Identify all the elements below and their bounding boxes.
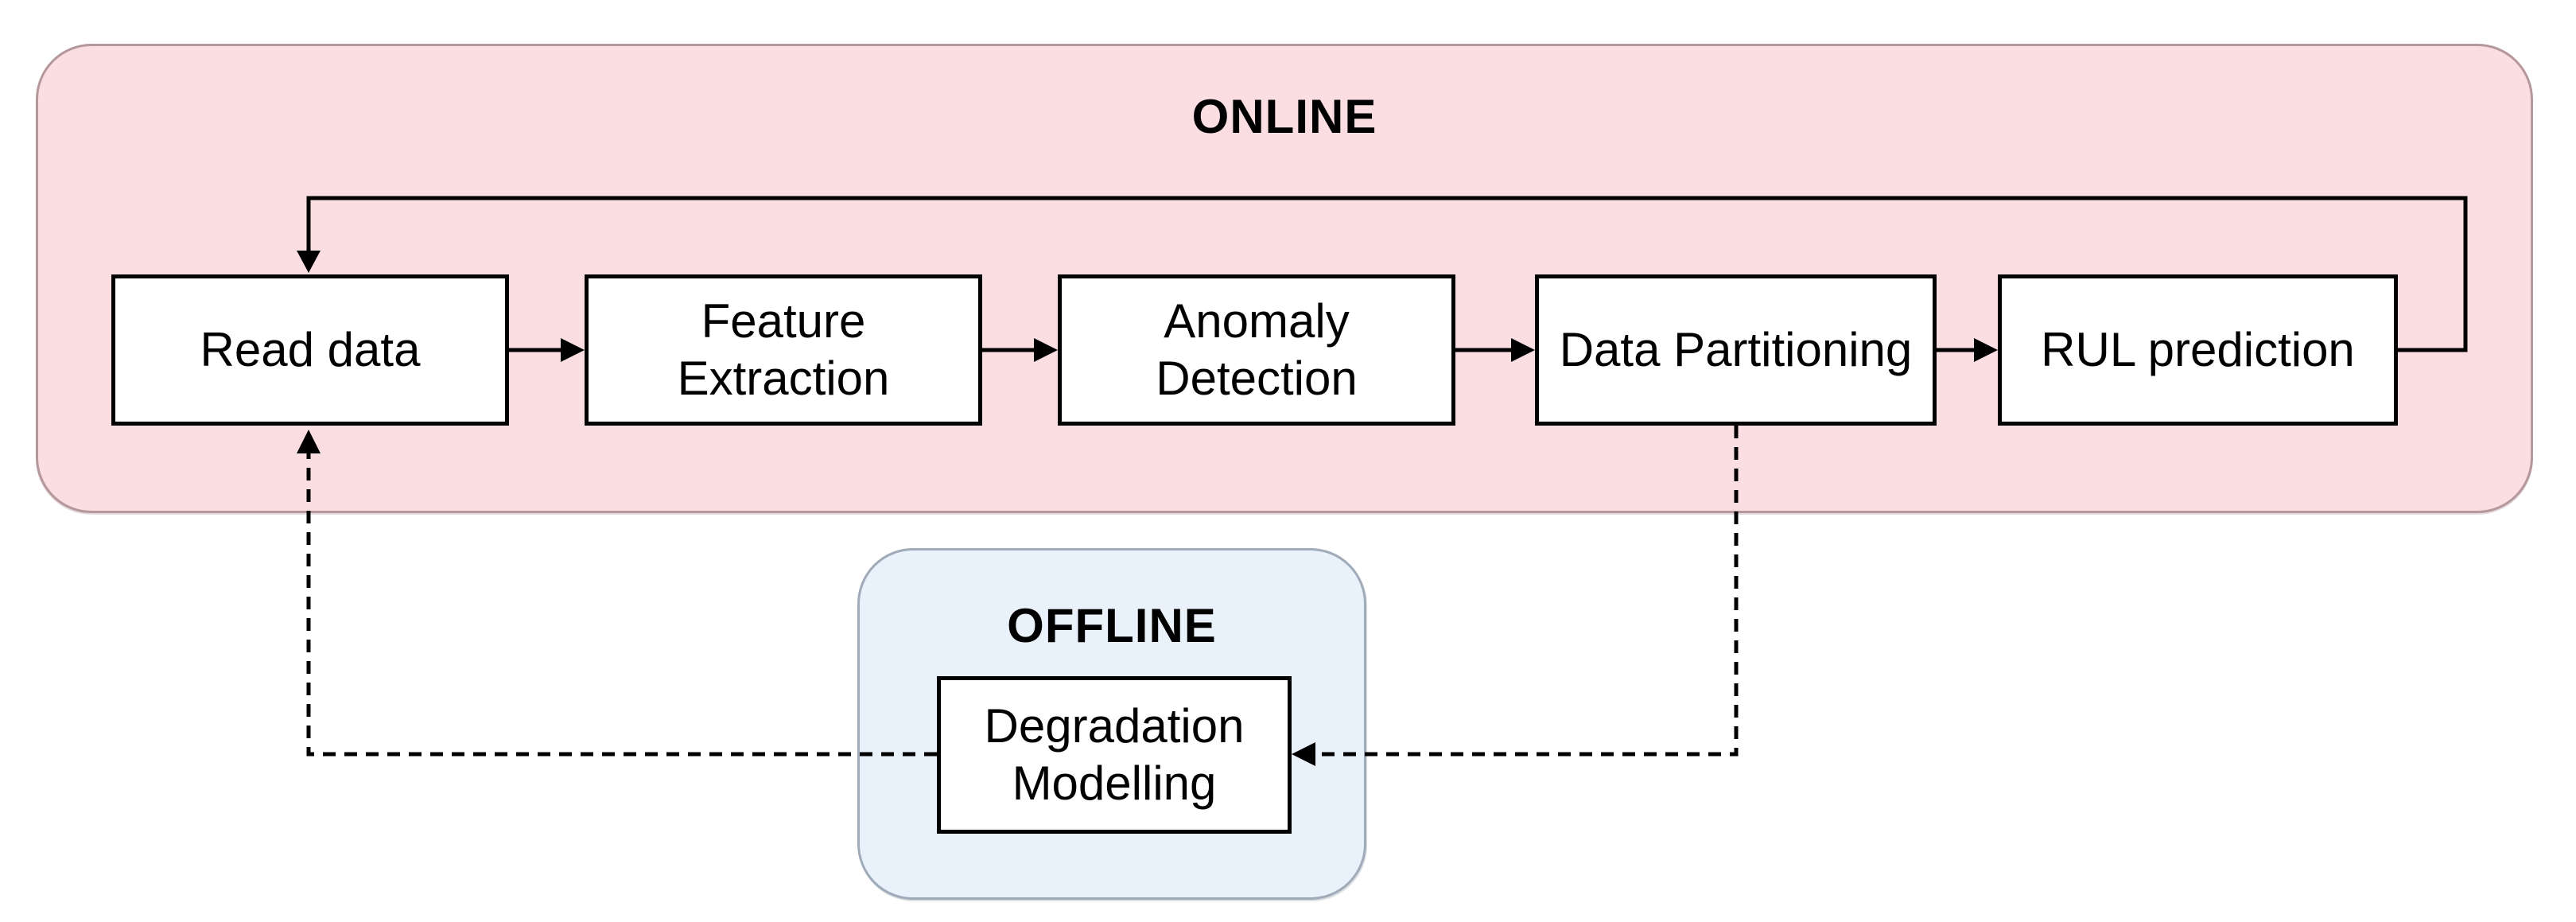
arrow-anomaly-to-partitioning xyxy=(1455,338,1535,362)
node-anomaly-detection: Anomaly Detection xyxy=(1058,274,1455,426)
arrow-partitioning-to-rul xyxy=(1937,338,1998,362)
node-feature-extraction: Feature Extraction xyxy=(585,274,982,426)
dashed-arrow-degradation-to-read xyxy=(297,430,937,757)
offline-zone-label: OFFLINE xyxy=(1007,599,1217,652)
node-read-data: Read data xyxy=(111,274,509,426)
feedback-loop-rul-to-read xyxy=(297,196,2468,352)
node-data-partitioning: Data Partitioning xyxy=(1535,274,1937,426)
node-degradation-modelling: Degradation Modelling xyxy=(937,676,1292,834)
dashed-arrow-partitioning-to-degradation xyxy=(1292,426,1739,766)
node-rul-prediction: RUL prediction xyxy=(1998,274,2398,426)
online-zone-label: ONLINE xyxy=(1191,90,1377,143)
arrow-read-to-feature xyxy=(509,338,585,362)
arrow-feature-to-anomaly xyxy=(982,338,1058,362)
